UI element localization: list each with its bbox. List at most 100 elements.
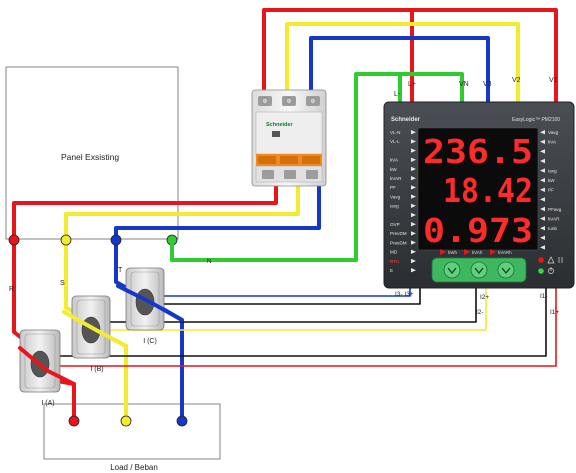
- led-kwh: kWh: [448, 250, 457, 255]
- down-button[interactable]: [470, 261, 488, 279]
- meter-left-label: kW: [390, 167, 397, 172]
- indicator-arrow-icon: [411, 176, 416, 181]
- alarm-icon: [547, 256, 555, 264]
- breaker-brand: Schneider: [266, 122, 293, 128]
- chevron-down-icon: [474, 267, 484, 274]
- node-t: [110, 234, 122, 246]
- ok-button[interactable]: [497, 261, 515, 279]
- terminal-l-plus: L+: [408, 81, 416, 88]
- meter-left-label: MD: [390, 250, 398, 255]
- indicator-arrow-icon: [540, 206, 545, 212]
- meter-right-label: Iunb: [548, 226, 557, 231]
- terminal-vn: VN: [459, 81, 469, 88]
- meter-left-label: kVA: [390, 158, 399, 163]
- meter-right-label: Iavg: [548, 168, 557, 173]
- wire-n-label: N: [207, 259, 211, 265]
- terminal-i3: I3- I3+: [395, 291, 414, 298]
- wire-yellow-out: [64, 184, 300, 242]
- reading-voltage: 236.5: [423, 132, 533, 171]
- alarm-led: [538, 257, 544, 263]
- node-r: [8, 234, 20, 246]
- terminal-i1-plus: I1+: [550, 309, 559, 316]
- meter-left-label: Iavg: [390, 204, 399, 209]
- wire-s-label: S: [60, 280, 65, 287]
- load-label: Load / Beban: [110, 463, 158, 472]
- menu-button[interactable]: [443, 261, 461, 279]
- reading-current: 18.42: [443, 171, 533, 210]
- ct-a-label: I (A): [41, 400, 54, 407]
- meter-left-label: kVAR: [390, 176, 402, 181]
- meter-left-label: VL-L: [390, 139, 400, 144]
- terminal-i1-minus: I1-: [540, 293, 548, 300]
- meter-right-label: kVAR: [548, 216, 560, 221]
- terminal-l-minus: L-: [394, 91, 401, 98]
- indicator-arrow-icon: [411, 258, 416, 264]
- indicator-arrow-icon: [411, 185, 416, 190]
- indicator-arrow-icon: [540, 216, 545, 221]
- wire-r-label: R: [9, 286, 14, 293]
- indicator-arrow-icon: [411, 249, 416, 254]
- meter-brand: Schneider: [391, 117, 421, 123]
- reading-power-factor: 0.973: [423, 211, 533, 250]
- terminal-v2: V2: [512, 77, 521, 84]
- circuit-breaker: Schneider: [251, 89, 327, 187]
- meter-left-label: OVP: [390, 222, 400, 227]
- meter-right-label: PF: [548, 188, 554, 193]
- terminal-i2-plus: I2+: [480, 294, 489, 301]
- indicator-arrow-icon: [540, 149, 545, 154]
- panel-nodes: [8, 234, 178, 260]
- ct-a-wire-2: [60, 288, 557, 367]
- meter-left-label: PrevDM: [390, 231, 407, 236]
- chevron-down-icon: [447, 267, 457, 274]
- ct-b-wire-2: [108, 288, 487, 331]
- indicator-arrow-icon: [540, 226, 545, 231]
- indicator-arrow-icon: [411, 139, 416, 144]
- indicator-arrow-icon: [411, 240, 416, 245]
- wire-yellow-supply: [285, 22, 520, 104]
- indicator-arrow-icon: [411, 157, 416, 162]
- ct-secondary-wires: [60, 288, 557, 367]
- indicator-arrow-icon: [540, 130, 545, 135]
- meter-left-label: Ε: [390, 268, 393, 273]
- node-s: [60, 234, 72, 246]
- indicator-arrow-icon: [411, 212, 416, 218]
- terminal-i2-minus: I2-: [476, 309, 484, 316]
- power-led: [538, 268, 544, 274]
- panel-box: [5, 66, 179, 240]
- indicator-arrow-icon: [411, 203, 416, 208]
- indicator-arrow-icon: [540, 158, 545, 164]
- ct-b-label: I (B): [90, 366, 103, 373]
- panel-label: Panel Exsisting: [61, 152, 119, 162]
- meter-left-labels: VL-NVL-LkVAkWkVARPFVavgIavgOVPPrevDMPres…: [390, 130, 416, 273]
- ct-a-wire-1: [60, 288, 547, 357]
- ct-c-label: I (C): [143, 338, 157, 345]
- wire-blue-out: [114, 184, 321, 242]
- power-meter: Schneider EasyLogic™ PM2100 236.5 18.42 …: [383, 101, 575, 289]
- load-box: [43, 403, 221, 460]
- indicator-arrow-icon: [411, 194, 416, 199]
- indicator-arrow-icon: [540, 245, 545, 250]
- meter-display: [417, 127, 539, 251]
- indicator-arrow-icon: [540, 235, 545, 240]
- load-node-s: [120, 415, 132, 427]
- led-kvarh: kVARh: [498, 250, 512, 255]
- meter-model: EasyLogic™ PM2100: [512, 117, 560, 123]
- ct-b-wire-1: [108, 288, 477, 323]
- wire-blue-supply: [309, 36, 490, 104]
- indicator-arrow-icon: [411, 268, 416, 273]
- meter-right-label: PFavg: [548, 207, 562, 212]
- wire-green-vn: [170, 72, 464, 262]
- meter-right-label: kVA: [548, 140, 557, 145]
- ct-a: [19, 329, 61, 393]
- load-node-r: [68, 415, 80, 427]
- wire-t-label: T: [118, 267, 123, 274]
- meter-energy-leds: kWh kVAh kVARh: [440, 249, 512, 255]
- meter-terminal-labels: L- L+ VN V3 V2 V1 I3- I3+ I2+ I2- I1- I1…: [394, 77, 559, 316]
- meter-left-label: PresDM: [390, 240, 407, 245]
- meter-left-label: PF: [390, 185, 396, 190]
- meter-left-label: VL-N: [390, 130, 400, 135]
- indicator-arrow-icon: [411, 222, 416, 227]
- led-kvah: kVAh: [472, 250, 483, 255]
